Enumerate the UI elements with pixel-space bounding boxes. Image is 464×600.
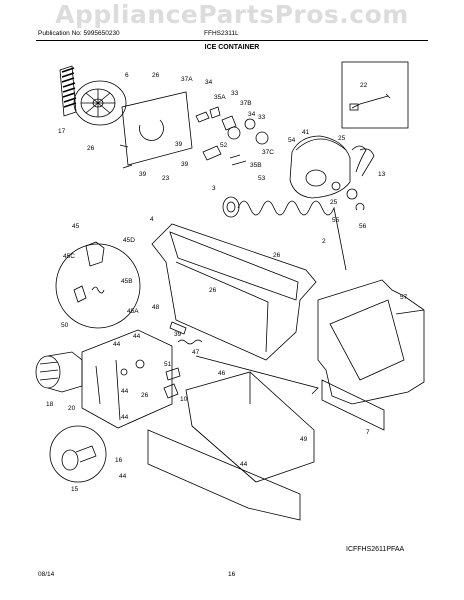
part-label: 20 [68,405,76,412]
part-51-actuator [165,367,181,381]
part-label: 44 [121,414,129,421]
part-label: 6 [125,72,129,79]
page-title: ICE CONTAINER [204,44,260,51]
part-label: 56 [359,223,367,230]
part-47-spring [177,339,203,345]
part-41-gear-housing [289,135,351,199]
part-23-plate [121,91,193,166]
part-label: 39 [174,331,182,338]
part-6-auger-wheel [73,80,127,126]
part-13-bracket [351,145,375,177]
part-label: 37B [240,100,252,107]
part-label: 18 [46,401,54,408]
model-number: FFHS2311L [204,30,239,37]
part-label: 44 [113,341,121,348]
part-label: 23 [162,175,170,182]
part-label: 26 [87,145,95,152]
part-label: 13 [378,171,386,178]
part-label: 10 [180,396,188,403]
parts-33-34-35-gears [195,106,269,166]
part-10-switch [163,383,179,399]
part-label: 35A [214,94,226,101]
part-label: 34 [248,111,256,118]
part-label: 41 [302,129,310,136]
part-label: 37C [262,149,274,156]
part-label: 52 [220,142,228,149]
part-25-washer [331,181,341,191]
part-label: 25 [330,199,338,206]
part-46-rod [195,355,319,395]
part-45-inset [55,241,141,329]
part-label: 44 [240,461,248,468]
part-label: 4 [150,216,154,223]
part-label: 26 [141,392,149,399]
part-label: 26 [209,287,217,294]
part-label: 15 [71,486,79,493]
part-48-spring [169,321,187,335]
part-label: 47 [192,349,200,356]
part-label: 2 [322,238,326,245]
publication-number: Publication No: 5995650230 [38,30,120,37]
part-label: 35B [250,162,262,169]
part-label: 48 [152,304,160,311]
part-label: 50 [61,322,69,329]
part-label: 17 [58,128,66,135]
part-18-motor [35,351,83,393]
part-label: 39 [175,141,183,148]
watermark: AppliancePartsPros.com [55,0,409,29]
part-label: 34 [205,79,213,86]
part-label: 16 [115,457,123,464]
footer-date: 08/14 [38,571,55,578]
part-label: 45A [127,308,139,315]
part-22-inset [341,61,409,129]
part-2-auger-spring [237,200,347,271]
part-label: 22 [360,82,368,89]
part-label: 3 [212,185,216,192]
part-label: 44 [121,388,129,395]
part-15-lamp-inset [49,425,107,483]
part-label: 37A [181,76,193,83]
part-label: 26 [152,72,160,79]
part-label: 45C [63,253,75,260]
part-3-bearing [222,196,240,218]
part-label: 7 [366,429,370,436]
part-label: 44 [119,473,127,480]
header-rule [36,40,428,41]
part-57-door [317,279,425,405]
part-55-washer [346,188,358,200]
part-label: 51 [164,361,172,368]
part-49-lower-housing [147,371,315,521]
part-label: 39 [139,171,147,178]
part-7-side-wall [321,379,385,431]
part-label: 54 [288,137,296,144]
part-label: 57 [400,294,408,301]
part-label: 49 [300,436,308,443]
part-20-bracket [81,329,173,429]
diagram-code: ICFFHS2611PFAA [346,546,405,553]
part-label: 33 [258,114,266,121]
page-number: 16 [228,571,236,578]
part-56-clip [355,202,365,211]
part-label: 44 [133,333,141,340]
part-label: 25 [338,135,346,142]
part-label: 33 [231,90,239,97]
part-17-bar [59,65,77,117]
part-label: 39 [181,161,189,168]
part-label: 53 [258,175,266,182]
part-label: 26 [273,252,281,259]
part-label: 45 [72,223,80,230]
part-label: 45B [121,278,133,285]
part-4-ice-bucket [151,223,317,361]
part-labels: 6 26 37A 34 33 35A 37B 33 34 17 26 39 52… [46,72,408,493]
part-label: 55 [332,217,340,224]
part-label: 45D [123,237,135,244]
part-label: 46 [218,370,226,377]
